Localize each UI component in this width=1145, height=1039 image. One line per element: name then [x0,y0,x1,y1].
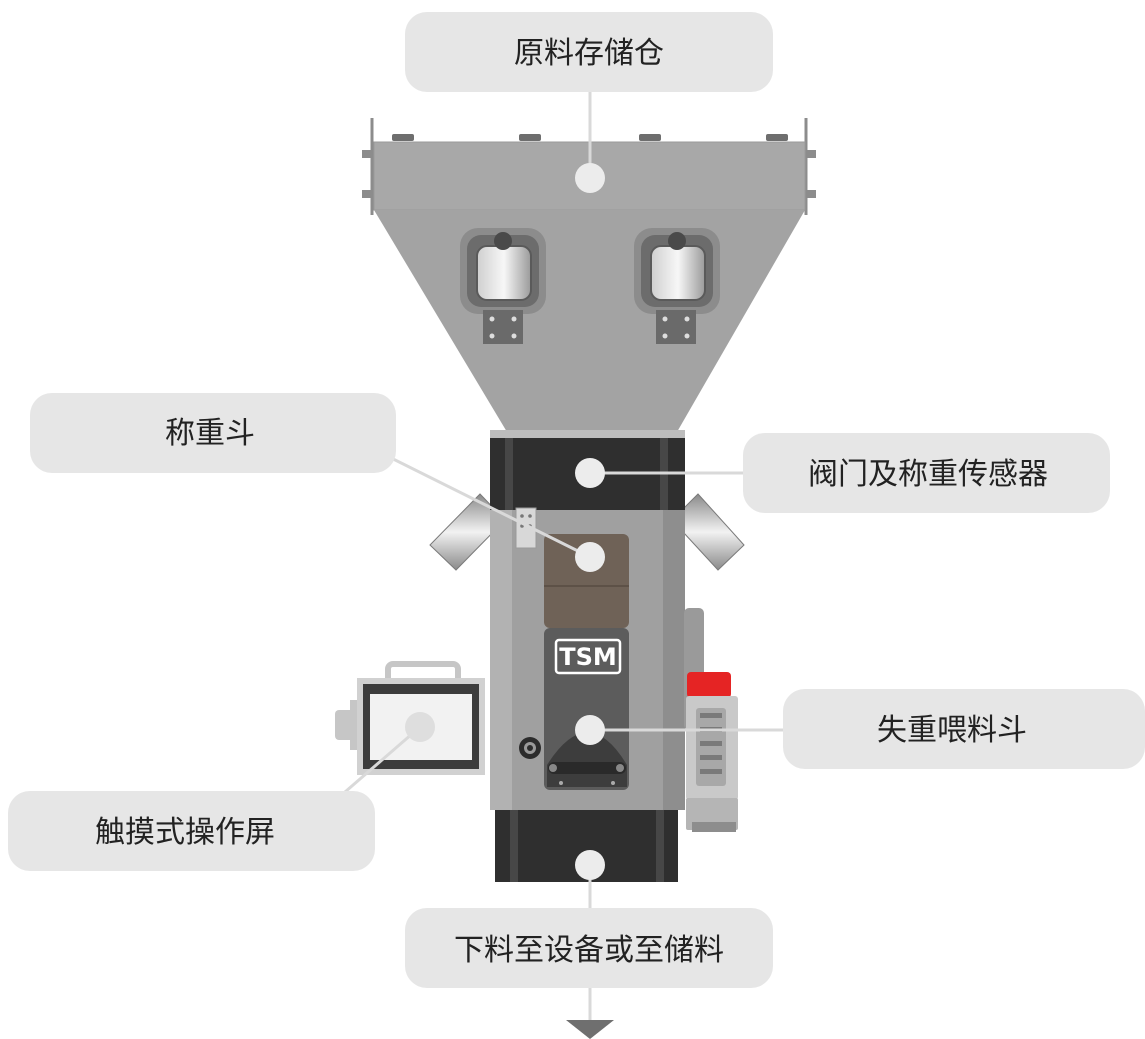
svg-text:触摸式操作屏: 触摸式操作屏 [95,815,275,850]
callout-storage-bin: 原料存储仓 [405,12,773,92]
marker-discharge [575,850,605,880]
lid-clip [519,134,541,141]
tsm-logo [554,638,622,675]
sight-window-right [634,228,720,344]
latch [515,507,537,549]
loss-weight-module [684,608,738,832]
lid-clip [639,134,661,141]
weigh-hopper-window [544,534,629,628]
marker-touch-screen [405,712,435,742]
sight-window-left [460,228,546,344]
alarm-light [687,672,731,698]
callout-valve-sensor: 阀门及称重传感器 [743,433,1110,513]
tsm-logo-text: TSM [559,643,617,671]
callout-touch-screen: 触摸式操作屏 [8,791,375,871]
marker-valve-sensor [575,458,605,488]
lid-clip [392,134,414,141]
svg-text:称重斗: 称重斗 [165,416,255,451]
lid-clip [766,134,788,141]
callout-loss-weight-hopper: 失重喂料斗 [783,689,1145,769]
marker-dots [405,163,605,880]
svg-text:下料至设备或至储料: 下料至设备或至储料 [454,933,724,968]
svg-text:阀门及称重传感器: 阀门及称重传感器 [808,457,1048,492]
marker-storage-bin [575,163,605,193]
marker-weigh-hopper [575,542,605,572]
callout-weigh-hopper: 称重斗 [30,393,396,473]
svg-text:失重喂料斗: 失重喂料斗 [877,713,1027,748]
marker-loss-weight-hopper [575,715,605,745]
callout-discharge: 下料至设备或至储料 [405,908,773,988]
svg-text:原料存储仓: 原料存储仓 [514,36,664,71]
down-arrow-icon [566,1020,614,1039]
